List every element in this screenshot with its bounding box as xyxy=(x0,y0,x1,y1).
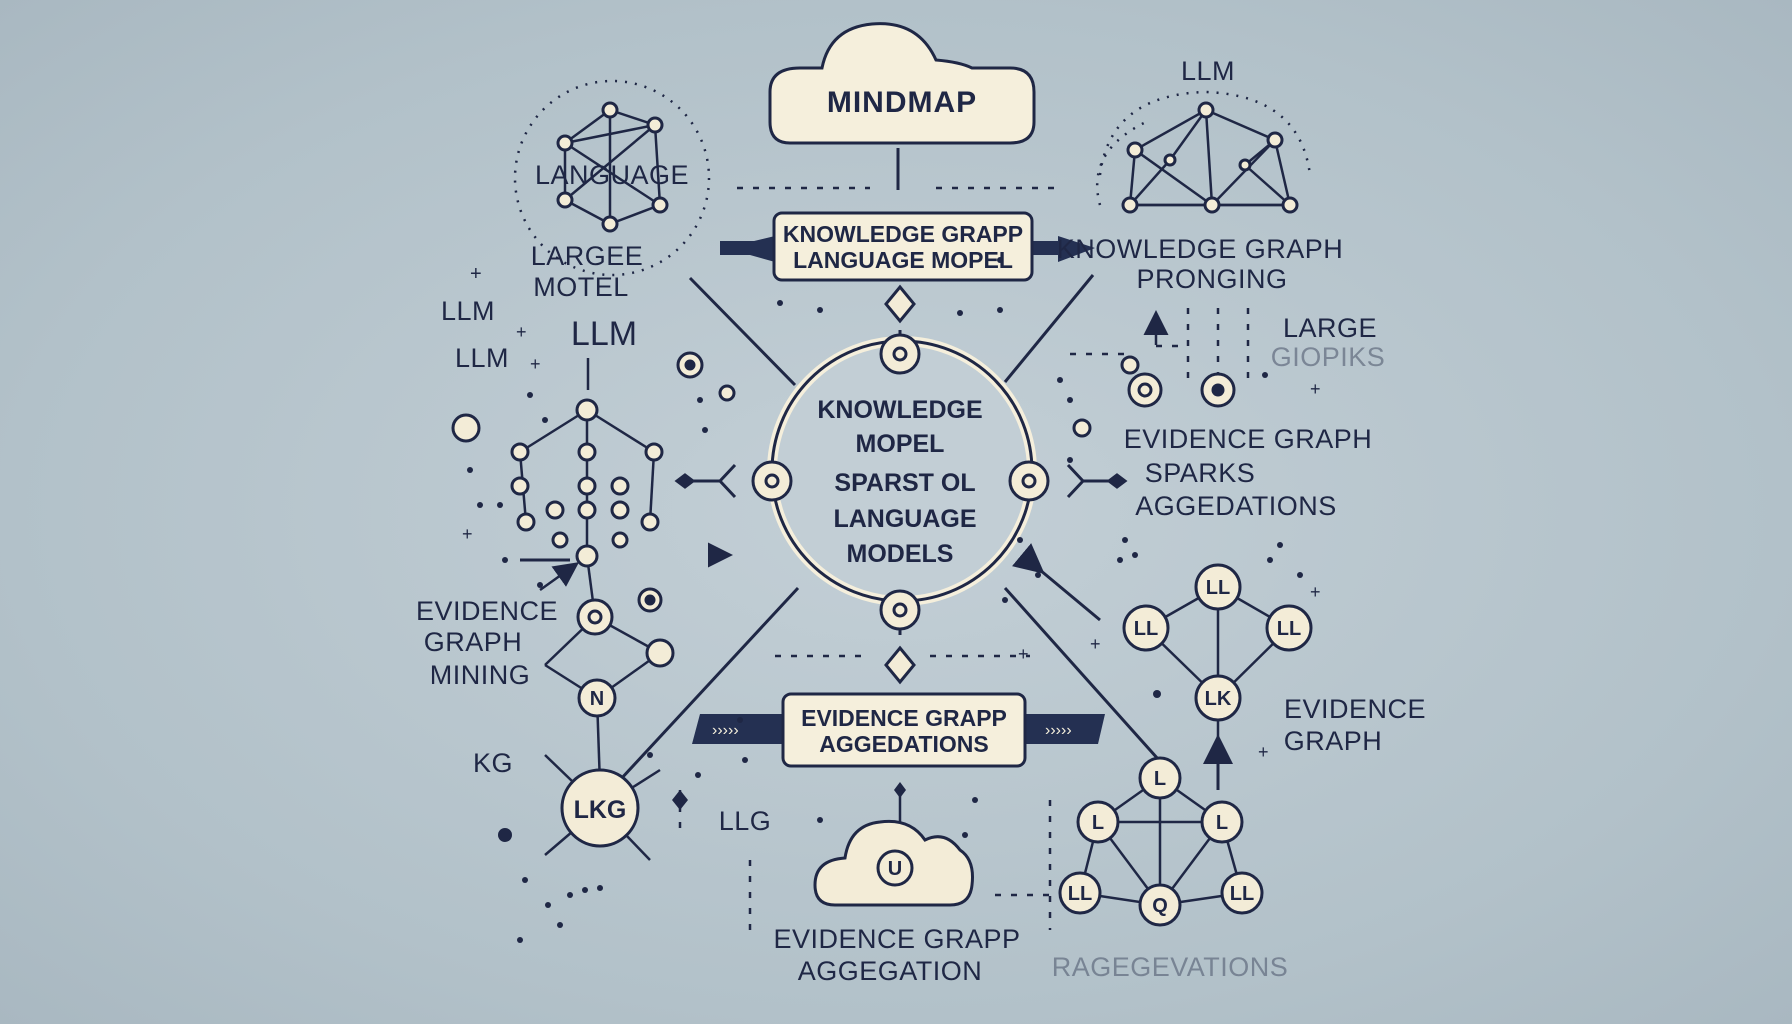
bottom-right-network: L L L LL Q LL xyxy=(1058,756,1264,927)
line-to-left-network xyxy=(688,276,797,387)
svg-text:+: + xyxy=(1310,379,1321,399)
center-line-2: MOPEL xyxy=(856,430,945,458)
l-node-top: L xyxy=(1154,768,1166,790)
sparks-label-2: SPARKS xyxy=(1145,458,1256,488)
evidence-label-1: EVIDENCE xyxy=(1284,694,1426,724)
bottom-cloud: U EVIDENCE GRAPP AGGEGATION xyxy=(773,782,1020,986)
bottom-label-2: AGGEGATION xyxy=(798,956,983,986)
l-node-right: L xyxy=(1216,812,1228,834)
prompting-label-1: KNOWLEDGE GRAPH xyxy=(1057,234,1344,264)
llm-big-label: LLM xyxy=(571,315,637,353)
sparks-label-3: AGGEDATIONS xyxy=(1135,491,1337,521)
ll-node-right: LL xyxy=(1277,618,1301,640)
large-label-2: MOTEL xyxy=(533,272,629,302)
svg-text:+: + xyxy=(1090,634,1101,654)
mining-label-1: EVIDENCE xyxy=(416,596,558,626)
llm-label-2: LLM xyxy=(455,343,509,373)
right-network: LLM KNOWLEDGE GRAPH PRONGING xyxy=(1057,56,1344,294)
center-line-1: KNOWLEDGE xyxy=(817,396,982,424)
ll-node-bottom-right: LL xyxy=(1230,883,1254,905)
dashed-connectors xyxy=(678,186,1250,940)
top-box: KNOWLEDGE GRAPP LANGUAGE MOPEL xyxy=(720,211,1095,282)
cloud-node-label: U xyxy=(888,858,902,880)
bottom-label-1: EVIDENCE GRAPP xyxy=(773,924,1020,954)
svg-text:›››››: ››››› xyxy=(712,722,739,739)
large-right-label-2: GIOPIKS xyxy=(1271,342,1386,372)
title-cloud: MINDMAP xyxy=(768,22,1036,145)
center-line-3: SPARST OL xyxy=(834,469,975,497)
left-tree: N xyxy=(451,351,736,786)
svg-text:+: + xyxy=(462,524,473,544)
left-network: LANGUAGE LARGEE MOTEL xyxy=(513,79,711,302)
svg-text:›››››: ››››› xyxy=(1045,722,1072,739)
kg-node-label: LKG xyxy=(574,796,627,824)
mining-label-3: MINING xyxy=(430,660,531,690)
sparks-label-1: EVIDENCE GRAPH xyxy=(1124,424,1373,454)
large-right-label-1: LARGE xyxy=(1283,313,1377,343)
line-to-bottom-network xyxy=(1003,586,1177,780)
q-node: Q xyxy=(1152,895,1168,917)
llm-label-1: LLM xyxy=(441,296,495,326)
svg-text:+: + xyxy=(470,263,482,285)
prompting-label-2: PRONGING xyxy=(1136,264,1287,294)
large-label-1: LARGEE xyxy=(531,241,644,271)
kg-node: LKG xyxy=(544,754,661,861)
lk-node: LK xyxy=(1205,688,1232,710)
right-mid-nodes: LARGE GIOPIKS xyxy=(1072,310,1386,438)
svg-text:+: + xyxy=(1310,582,1321,602)
llg-label: LLG xyxy=(719,806,772,836)
bottom-box-line-1: EVIDENCE GRAPP xyxy=(801,705,1007,731)
svg-text:+: + xyxy=(1018,644,1029,664)
side-chevrons xyxy=(674,463,1128,499)
ll-node-top: LL xyxy=(1206,577,1230,599)
n-node-label: N xyxy=(590,688,604,710)
top-box-line-1: KNOWLEDGE GRAPP xyxy=(783,221,1023,247)
center-ring-nodes xyxy=(751,333,1050,631)
line-to-right-network xyxy=(1003,274,1095,383)
center-line-5: MODELS xyxy=(847,540,954,568)
faded-bottom-label: RAGEGEVATIONS xyxy=(1052,952,1289,982)
bottom-box-line-2: AGGEDATIONS xyxy=(819,731,989,757)
ll-node-left: LL xyxy=(1134,618,1158,640)
ll-node-bottom-left: LL xyxy=(1068,883,1092,905)
diamond-connectors xyxy=(884,284,916,685)
center-node: KNOWLEDGE MOPEL SPARST OL LANGUAGE MODEL… xyxy=(767,336,1037,606)
top-box-line-2: LANGUAGE MOPEL xyxy=(793,247,1013,273)
l-node-left: L xyxy=(1092,812,1104,834)
language-label: LANGUAGE xyxy=(535,160,689,190)
svg-text:+: + xyxy=(516,322,527,342)
page-title: MINDMAP xyxy=(827,86,977,119)
center-line-4: LANGUAGE xyxy=(833,505,976,533)
kg-label: KG xyxy=(473,748,513,778)
bottom-diamond xyxy=(884,645,916,685)
line-to-ll-node xyxy=(1011,543,1101,622)
right-lower-network: LL LL LL LK xyxy=(1122,563,1313,790)
decorative-sparkles: + + + + + + + + + xyxy=(462,257,1321,943)
bottom-box: ››››› ››››› EVIDENCE GRAPP AGGEDATIONS xyxy=(692,692,1105,768)
mining-label-2: GRAPH xyxy=(424,627,523,657)
evidence-label-2: GRAPH xyxy=(1284,726,1383,756)
line-to-kg-node xyxy=(618,586,800,782)
svg-text:+: + xyxy=(530,354,541,374)
top-diamond xyxy=(884,284,916,324)
svg-text:+: + xyxy=(1258,742,1269,762)
llm-top-label: LLM xyxy=(1181,56,1235,86)
